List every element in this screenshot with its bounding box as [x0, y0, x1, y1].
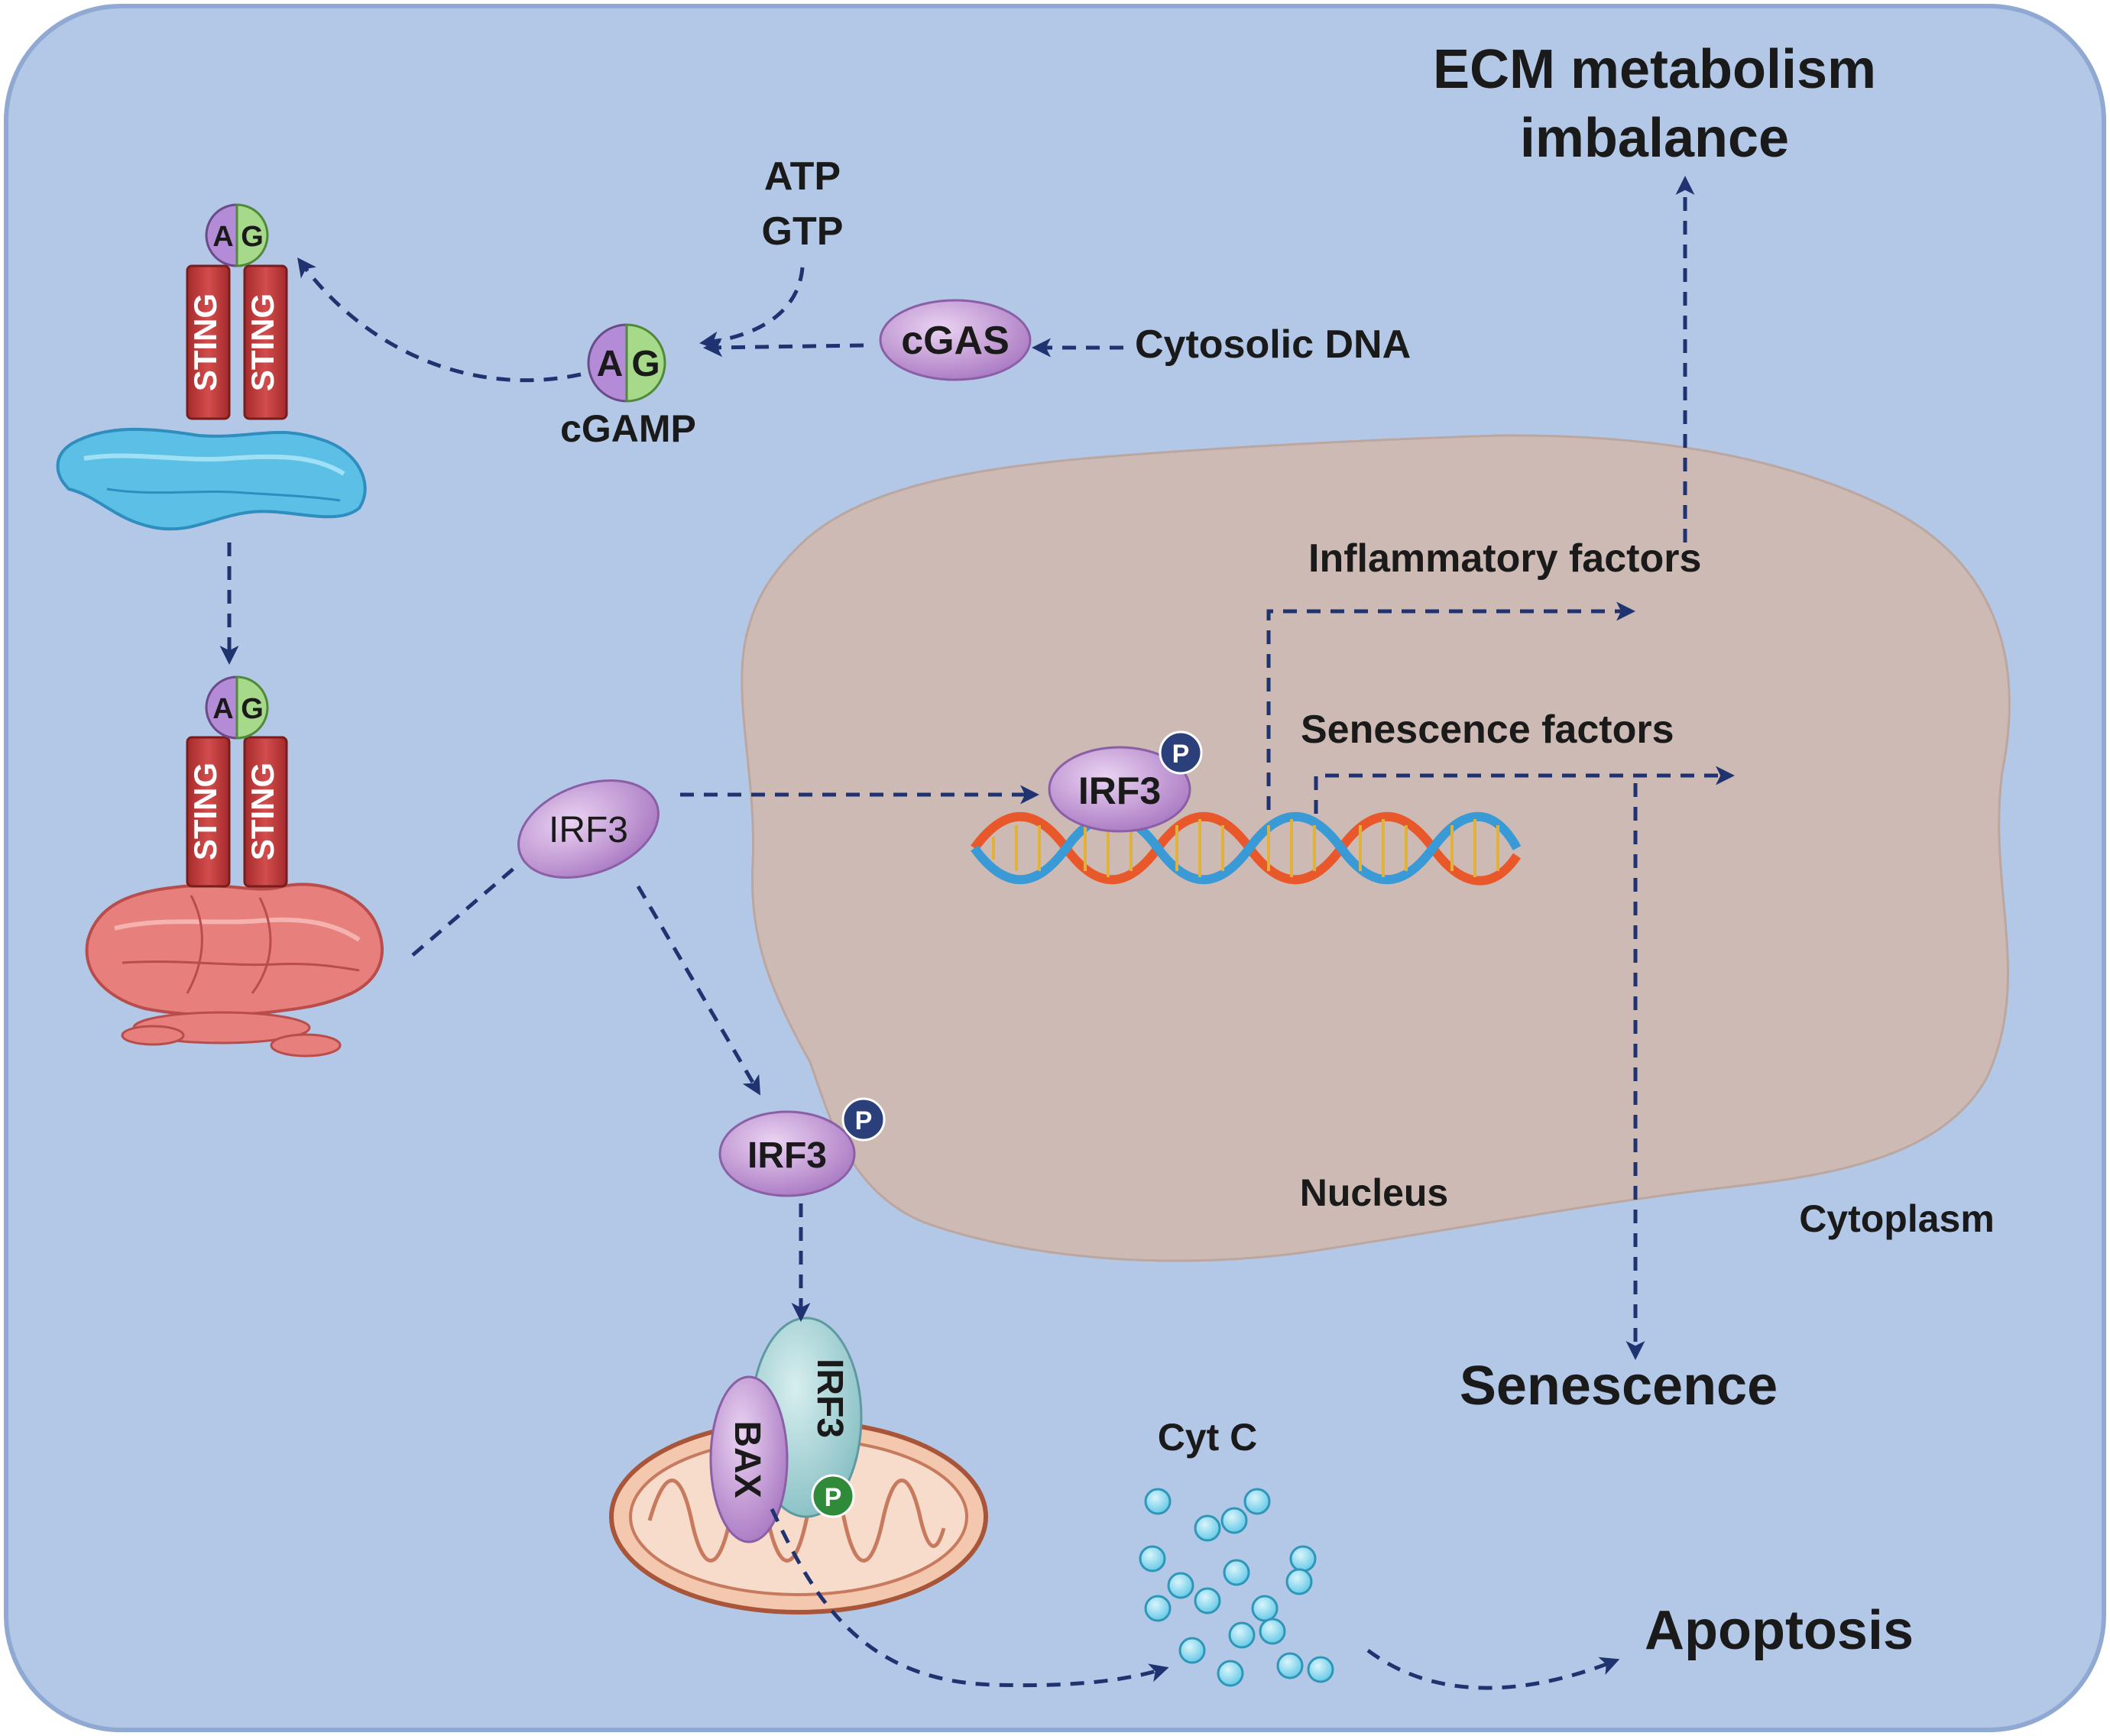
sting-bar-icon: STING — [243, 736, 288, 888]
phosphate-icon — [841, 1097, 886, 1142]
sting-bar-icon: STING — [186, 264, 231, 420]
bax-label: BAX — [727, 1420, 767, 1498]
sting-label: STING — [187, 763, 223, 860]
cgamp-g-label: G — [631, 344, 660, 384]
golgi-icon — [85, 883, 384, 1057]
sting-label: STING — [187, 293, 223, 391]
cgamp-a-label: A — [212, 221, 233, 253]
inflammatory-factors-label: Inflammatory factors — [1308, 536, 1701, 581]
er-membrane-icon — [56, 427, 367, 531]
cytoplasm-label: Cytoplasm — [1799, 1197, 1995, 1240]
cyt-c-label: Cyt C — [1158, 1416, 1258, 1459]
arrow-cgamp-to-sting — [297, 257, 582, 383]
senescence-outcome-label: Senescence — [1460, 1355, 1778, 1417]
irf3-protein: IRF3 — [517, 779, 660, 879]
phosphate-icon — [1159, 730, 1203, 775]
arrow-dna-to-senescence-factors — [1314, 766, 1735, 814]
senescence-factors-label: Senescence factors — [1301, 708, 1674, 752]
cgamp-molecule-icon: A G — [587, 323, 666, 403]
phosphate-label: P — [855, 1106, 873, 1135]
irf3-phospho-nucleus: IRF3 P — [1048, 730, 1203, 833]
arrow-dna-to-inflammatory — [1266, 601, 1635, 810]
cgamp-g-label: G — [241, 693, 264, 725]
nucleus-label: Nucleus — [1300, 1171, 1449, 1214]
irf3-phospho-cytoplasm: IRF3 P — [718, 1097, 886, 1197]
cgamp-a-label: A — [212, 693, 233, 725]
arrow-irf3-to-phospho — [636, 885, 761, 1096]
cgamp-label: cGAMP — [560, 407, 696, 450]
irf3-label: IRF3 — [747, 1135, 827, 1176]
cytosolic-dna-label: Cytosolic DNA — [1135, 322, 1411, 367]
cgamp-ball-icon: A G — [205, 203, 269, 267]
pathway-arrows — [219, 176, 1735, 1690]
sting-label: STING — [245, 293, 280, 391]
phosphate-label: P — [1172, 740, 1190, 769]
gtp-label: GTP — [762, 209, 844, 254]
cgas-label: cGAS — [901, 319, 1010, 363]
atp-label: ATP — [764, 154, 841, 199]
irf3-label: IRF3 — [1078, 769, 1161, 812]
sting-bar-icon: STING — [186, 736, 231, 888]
arrow-mito-to-cytc — [770, 1508, 1169, 1688]
irf3-label: IRF3 — [809, 1359, 850, 1438]
cgamp-a-label: A — [597, 344, 624, 384]
cgamp-g-label: G — [241, 221, 264, 253]
dna-helix-icon — [971, 811, 1522, 886]
arrow-cytc-to-apoptosis — [1366, 1648, 1620, 1690]
cyt-c-particles-icon — [1139, 1488, 1334, 1687]
apoptosis-outcome-label: Apoptosis — [1645, 1600, 1914, 1661]
arrow-cgas-to-cgamp — [703, 338, 864, 358]
phosphate-label: P — [825, 1483, 842, 1512]
nucleus — [741, 434, 2011, 1262]
phosphate-icon — [811, 1474, 855, 1518]
cgamp-ball-icon: A G — [205, 675, 269, 740]
ecm-title-line2: imbalance — [1520, 108, 1789, 169]
sting-dimer-golgi-group: STING STING A G — [85, 675, 384, 1057]
irf3-label: IRF3 — [549, 810, 628, 850]
sting-label: STING — [245, 763, 280, 860]
sting-bar-icon: STING — [243, 264, 288, 420]
sting-dimer-er-group: STING STING A G — [56, 203, 367, 531]
cgas-protein: cGAS — [879, 299, 1032, 381]
ecm-title-line1: ECM metabolism — [1433, 39, 1876, 100]
